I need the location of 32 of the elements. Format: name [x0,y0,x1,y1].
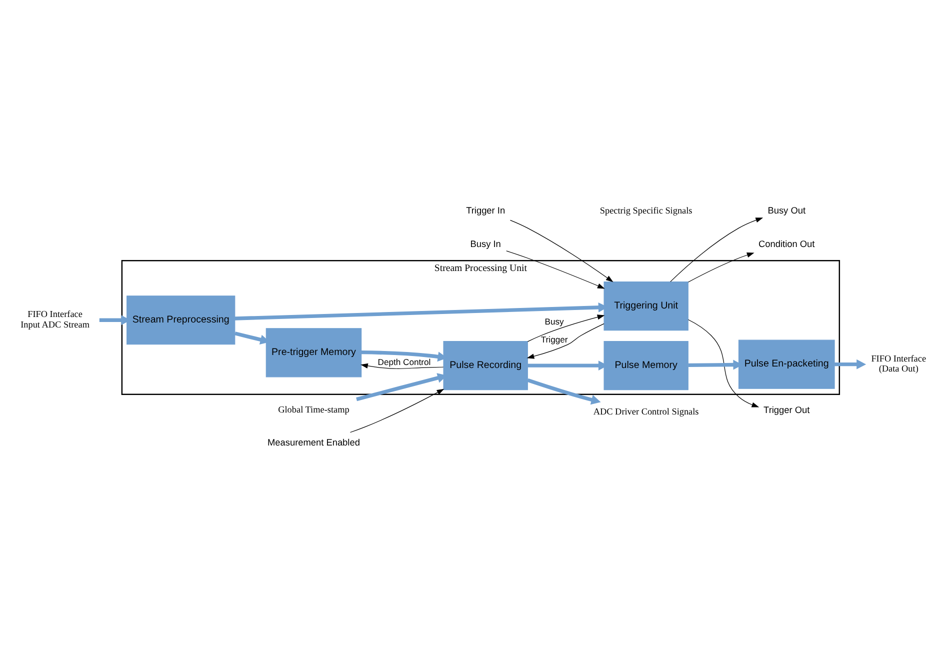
node-text: ADC Driver Control Signals [593,406,699,416]
arrow [688,252,754,282]
edge-label: Trigger [540,334,568,344]
edge-label: Busy [544,316,564,326]
node-box: Pre-trigger Memory [266,328,362,377]
arrow [688,318,760,407]
node-box: Pulse Memory [604,340,688,390]
node-box: Triggering Unit [604,280,688,330]
arrow [527,314,605,342]
arrow [510,219,614,282]
node-text: Trigger In [466,205,506,216]
node-text: Condition Out [758,238,815,248]
label: Spectrig Specific Signals [600,205,692,216]
node-text: Busy Out [768,205,806,216]
arrow [234,302,608,320]
arrow [526,322,604,358]
node-box: Pulse Recording [443,340,528,390]
arrow [350,388,444,432]
node-box: Pulse En-packeting [738,339,835,388]
arrow [527,378,601,404]
node-text: FIFO Interface Input ADC Stream [20,308,90,329]
node-text: Trigger Out [764,404,810,415]
edge-label: Depth Control [378,356,431,367]
arrow [360,362,444,368]
arrow [834,358,866,369]
node-text: FIFO Interface (Data Out) [871,352,926,374]
arrow [506,250,605,288]
node-box: Stream Preprocessing [126,295,236,344]
arrow [670,217,764,282]
node-text: Global Time-stamp [278,404,350,414]
node-text: Busy In [470,238,501,248]
node-text: Measurement Enabled [268,437,360,448]
